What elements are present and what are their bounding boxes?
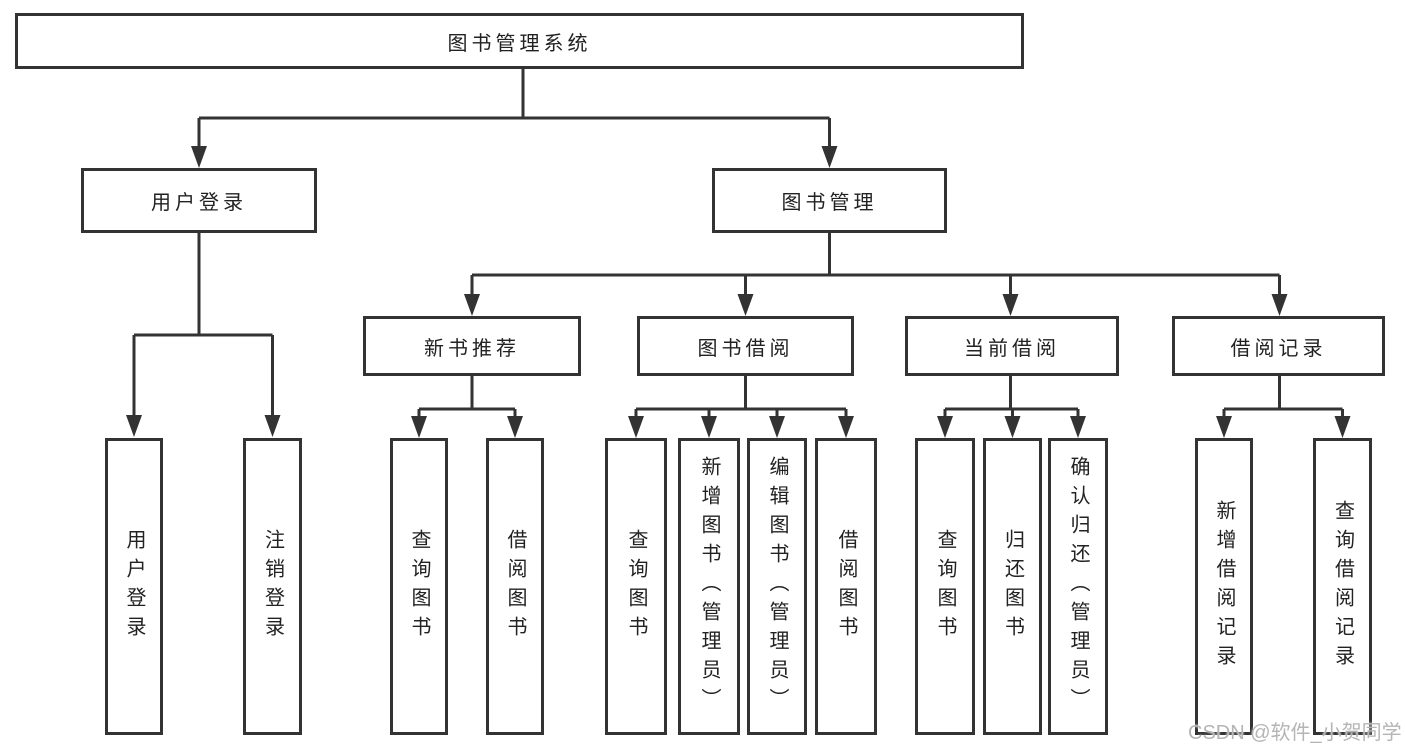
node-current-borrowing: 当前借阅 — [905, 316, 1119, 376]
node-label: 归还图书 — [1001, 528, 1024, 645]
node-label: 查询图书 — [408, 528, 430, 645]
node-label: 新书推荐 — [424, 337, 520, 360]
node-label: 查询图书 — [625, 528, 647, 645]
node-label: 确认归还（管理员） — [1067, 456, 1089, 717]
node-user-login: 用户登录 — [81, 168, 317, 233]
leaf-user-login: 用户登录 — [105, 438, 163, 735]
node-book-management: 图书管理 — [712, 168, 947, 233]
node-label: 新增借阅记录 — [1213, 499, 1235, 674]
leaf-return-books: 归还图书 — [983, 438, 1042, 735]
node-label: 用户登录 — [151, 192, 247, 214]
leaf-borrow-books-borrowing: 借阅图书 — [815, 438, 877, 735]
node-library-management-system: 图书管理系统 — [15, 13, 1024, 69]
node-borrowing-records: 借阅记录 — [1172, 316, 1385, 376]
leaf-query-borrow-record: 查询借阅记录 — [1313, 438, 1372, 735]
node-label: 借阅图书 — [835, 528, 857, 645]
node-new-book-recommendation: 新书推荐 — [363, 316, 581, 376]
leaf-edit-book-admin: 编辑图书（管理员） — [747, 438, 807, 735]
node-label: 用户登录 — [123, 528, 145, 645]
connector-lines — [132, 69, 1344, 418]
leaf-add-borrow-record: 新增借阅记录 — [1195, 438, 1253, 735]
node-label: 图书借阅 — [697, 337, 794, 360]
node-label: 查询图书 — [934, 528, 956, 645]
node-label: 查询借阅记录 — [1331, 499, 1354, 674]
node-label: 当前借阅 — [964, 337, 1060, 360]
node-label: 新增图书（管理员） — [698, 456, 720, 717]
node-label: 编辑图书（管理员） — [766, 456, 788, 717]
node-label: 图书管理系统 — [447, 32, 592, 55]
node-label: 注销登录 — [261, 528, 284, 645]
node-label: 图书管理 — [781, 192, 878, 214]
node-label: 借阅图书 — [504, 528, 526, 645]
node-label: 借阅记录 — [1230, 337, 1327, 360]
leaf-query-books-borrowing: 查询图书 — [605, 438, 667, 735]
leaf-add-book-admin: 新增图书（管理员） — [678, 438, 740, 735]
leaf-confirm-return-admin: 确认归还（管理员） — [1048, 438, 1108, 735]
leaf-query-books-recommend: 查询图书 — [390, 438, 448, 735]
connector-arrowheads — [126, 146, 1351, 438]
node-book-borrowing: 图书借阅 — [637, 316, 854, 376]
watermark: CSDN @软件_小贺同学 — [1188, 722, 1402, 744]
leaf-query-books-current: 查询图书 — [915, 438, 975, 735]
leaf-logout: 注销登录 — [243, 438, 302, 735]
leaf-borrow-books-recommend: 借阅图书 — [486, 438, 544, 735]
